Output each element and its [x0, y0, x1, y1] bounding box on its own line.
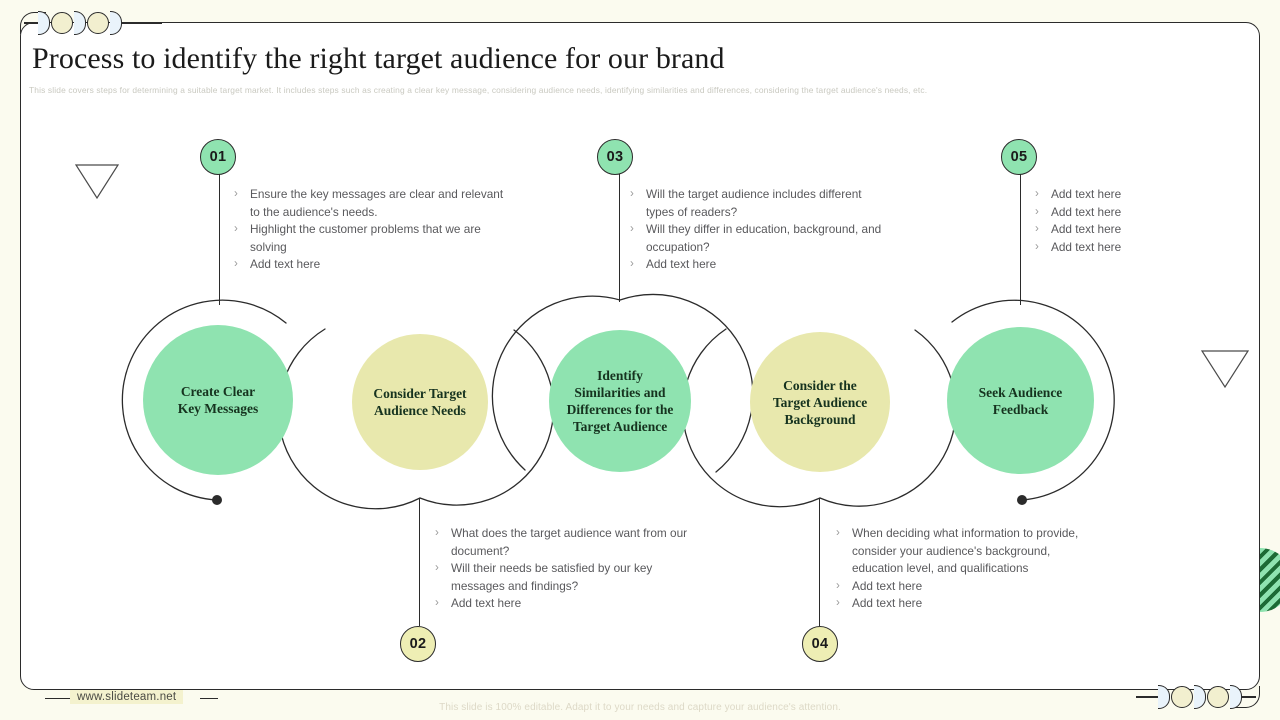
- step-circle-05[interactable]: Seek Audience Feedback: [947, 327, 1094, 474]
- bullet-item: › Add text here: [1035, 186, 1265, 204]
- step-badge-05[interactable]: 05: [1001, 139, 1037, 175]
- bullet-marker-icon: ›: [1035, 205, 1039, 218]
- logo-halfcircle-icon: [110, 11, 122, 35]
- bullet-item: › Ensure the key messages are clear and …: [234, 187, 504, 219]
- step-circle-04[interactable]: Consider the Target Audience Background: [750, 332, 890, 472]
- step-label-03-line1: Identify: [597, 368, 643, 383]
- step-label-03-line4: Target Audience: [572, 419, 668, 434]
- bullet-marker-icon: ›: [234, 223, 238, 236]
- step-bullets-01: › Ensure the key messages are clear and …: [234, 186, 509, 274]
- step-bullets-04: › When deciding what information to prov…: [836, 525, 1098, 613]
- bullet-item: › Add text here: [1035, 204, 1265, 222]
- bullet-marker-icon: ›: [1035, 223, 1039, 236]
- bullet-item: › Add text here: [1035, 239, 1265, 257]
- bullet-item: › Will they differ in education, backgro…: [630, 222, 882, 254]
- step-label-04-line1: Consider the: [783, 377, 857, 393]
- step-label-04-line2: Target Audience: [772, 394, 868, 410]
- step-badge-02[interactable]: 02: [400, 626, 436, 662]
- logo-circle-icon: [87, 12, 109, 34]
- step-bullets-05: › Add text here › Add text here › Add te…: [1035, 186, 1265, 256]
- step-label-01-line1: Create Clear: [180, 384, 256, 399]
- logo-circle-icon: [1207, 686, 1229, 708]
- bullet-marker-icon: ›: [836, 579, 840, 592]
- step-circle-02[interactable]: Consider Target Audience Needs: [352, 334, 488, 470]
- bullet-marker-icon: ›: [234, 258, 238, 271]
- site-url-label[interactable]: www.slideteam.net: [70, 690, 184, 704]
- bullet-marker-icon: ›: [435, 562, 439, 575]
- step-label-02-line2: Audience Needs: [374, 403, 466, 418]
- bullet-item: › Add text here: [1035, 221, 1265, 239]
- page-title: Process to identify the right target aud…: [32, 42, 725, 75]
- bullet-item: › Add text here: [435, 595, 707, 613]
- bullet-item: › When deciding what information to prov…: [836, 526, 1079, 576]
- stem-step-4: [819, 498, 821, 626]
- step-circle-03[interactable]: Identify Similarities and Differences fo…: [549, 330, 691, 472]
- bullet-item: › Add text here: [836, 595, 1098, 613]
- bullet-marker-icon: ›: [1035, 188, 1039, 200]
- brand-logo-bottomright: [1136, 685, 1256, 709]
- step-bullets-02: › What does the target audience want fro…: [435, 525, 707, 613]
- stem-step-3: [619, 170, 621, 302]
- step-label-05-line1: Seek Audience: [978, 384, 1063, 400]
- step-label-05-line2: Feedback: [992, 401, 1049, 417]
- page-subtitle: This slide covers steps for determining …: [29, 85, 928, 95]
- bullet-marker-icon: ›: [435, 597, 439, 610]
- step-circle-01[interactable]: Create Clear Key Messages: [143, 325, 293, 475]
- bullet-marker-icon: ›: [630, 223, 634, 236]
- bullet-marker-icon: ›: [836, 527, 840, 539]
- bullet-item: › Will their needs be satisfied by our k…: [435, 561, 653, 593]
- bullet-marker-icon: ›: [234, 188, 238, 200]
- bullet-item: › What does the target audience want fro…: [435, 526, 688, 558]
- bullet-marker-icon: ›: [836, 597, 840, 610]
- bullet-item: › Add text here: [234, 256, 509, 274]
- step-label-03-line2: Similarities and: [574, 385, 666, 400]
- bullet-marker-icon: ›: [435, 527, 439, 539]
- frame-corner-curve-bottomright: [1234, 686, 1260, 708]
- logo-halfcircle-icon: [74, 11, 86, 35]
- step-label-02-line1: Consider Target: [373, 386, 467, 401]
- bullet-item: › Add text here: [836, 578, 1098, 596]
- bullet-marker-icon: ›: [630, 258, 634, 271]
- bullet-marker-icon: ›: [630, 188, 634, 200]
- step-badge-01[interactable]: 01: [200, 139, 236, 175]
- footer-rule-left: [45, 698, 73, 700]
- footer-rule-right: [200, 698, 218, 700]
- step-badge-04[interactable]: 04: [802, 626, 838, 662]
- footer-note: This slide is 100% editable. Adapt it to…: [439, 702, 841, 713]
- logo-circle-icon: [1171, 686, 1193, 708]
- bullet-item: › Highlight the customer problems that w…: [234, 222, 481, 254]
- step-label-04-line3: Background: [784, 411, 856, 427]
- bullet-item: › Add text here: [630, 256, 892, 274]
- step-label-01-line2: Key Messages: [177, 401, 259, 416]
- step-badge-03[interactable]: 03: [597, 139, 633, 175]
- logo-halfcircle-icon: [38, 11, 50, 35]
- logo-circle-icon: [51, 12, 73, 34]
- bullet-item: › Will the target audience includes diff…: [630, 187, 862, 219]
- step-bullets-03: › Will the target audience includes diff…: [630, 186, 892, 274]
- stem-step-2: [419, 498, 421, 626]
- stem-step-1: [219, 170, 221, 305]
- frame-corner-curve-topleft: [20, 12, 46, 34]
- stem-step-5: [1020, 170, 1022, 305]
- step-label-03-line3: Differences for the: [566, 402, 674, 417]
- brand-logo-topleft: [24, 11, 162, 35]
- bullet-marker-icon: ›: [1035, 240, 1039, 253]
